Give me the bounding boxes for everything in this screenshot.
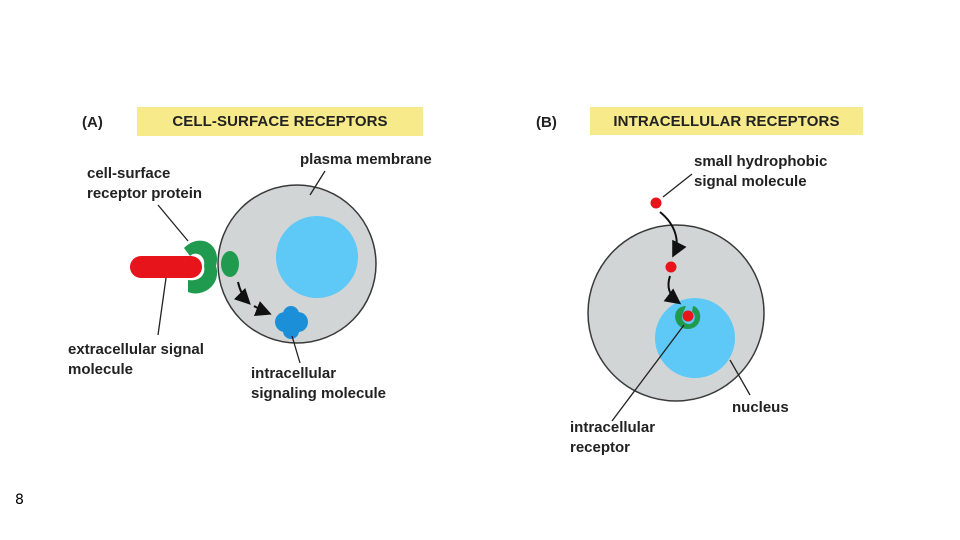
bound-signal-molecule — [682, 310, 694, 322]
leader-hydrophobic — [662, 173, 693, 198]
intracellular-signaling-molecule — [275, 306, 308, 339]
panel-b-letter: (B) — [536, 114, 557, 131]
leader-signal — [157, 277, 167, 336]
binding-arrow — [663, 275, 682, 305]
label-receptor-line1: cell-surface — [87, 165, 171, 182]
label-intracellular-receptor: intracellular receptor — [570, 418, 655, 458]
label-cell-surface-receptor: cell-surface receptor protein — [87, 164, 202, 204]
label-receptor-line2: receptor protein — [87, 185, 203, 202]
page-number: 8 — [15, 492, 24, 508]
cell-surface-receptor — [184, 240, 218, 294]
panel-b-title: INTRACELLULAR RECEPTORS — [590, 107, 863, 135]
hydrophobic-signal-cytoplasm — [665, 261, 677, 273]
label-nucleus: nucleus — [732, 399, 789, 416]
label-extracellular-signal: extracellular signal molecule — [68, 340, 204, 380]
label-intracellular-signaling: intracellular signaling molecule — [251, 364, 386, 404]
label-intracellular-line1: intracellular — [251, 365, 337, 382]
extracellular-signal-molecule — [130, 256, 202, 278]
leader-membrane — [309, 170, 326, 196]
nucleus-b — [655, 298, 735, 378]
label-hydrophobic-line1: small hydrophobic — [694, 153, 828, 170]
label-hydrophobic-line2: signal molecule — [694, 173, 807, 190]
intracellular-receptor-shape — [675, 306, 701, 330]
entry-arrow — [659, 211, 687, 258]
leader-nucleus — [729, 359, 751, 396]
nucleus-a — [276, 216, 358, 298]
hydrophobic-signal-outside — [650, 197, 662, 209]
signaling-arrow-2 — [253, 301, 272, 316]
label-signal-line1: extracellular signal — [68, 341, 204, 358]
leader-intracellular-receptor — [611, 324, 685, 422]
leader-intracellular — [291, 335, 301, 364]
label-ireceptor-line2: receptor — [570, 439, 631, 456]
receptor-inner-domain — [221, 251, 239, 277]
label-small-hydrophobic: small hydrophobic signal molecule — [694, 152, 827, 192]
label-signal-line2: molecule — [68, 361, 134, 378]
panel-a-title: CELL-SURFACE RECEPTORS — [137, 107, 423, 136]
label-intracellular-line2: signaling molecule — [251, 385, 387, 402]
signaling-arrow-1 — [233, 281, 251, 305]
panel-a-letter: (A) — [82, 114, 103, 131]
label-plasma-membrane: plasma membrane — [300, 151, 432, 168]
label-ireceptor-line1: intracellular — [570, 419, 656, 436]
leader-receptor — [157, 204, 189, 242]
